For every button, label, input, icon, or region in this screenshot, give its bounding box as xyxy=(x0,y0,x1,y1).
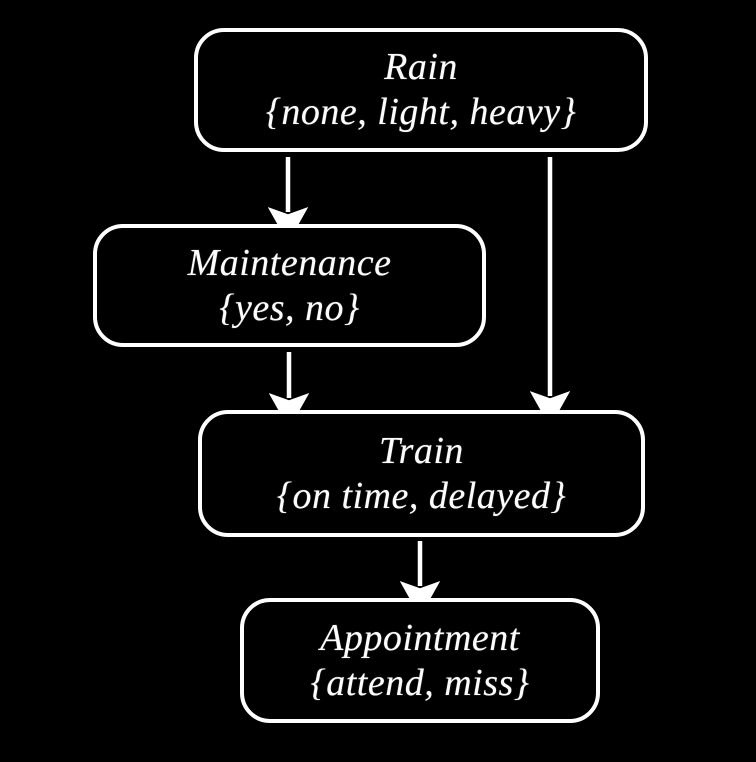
node-maintenance[interactable]: Maintenance {yes, no} xyxy=(93,224,486,347)
node-appointment-states: {attend, miss} xyxy=(310,661,530,704)
node-train[interactable]: Train {on time, delayed} xyxy=(198,410,645,537)
node-rain[interactable]: Rain {none, light, heavy} xyxy=(194,28,648,152)
node-train-title: Train xyxy=(379,429,464,472)
node-appointment[interactable]: Appointment {attend, miss} xyxy=(240,598,600,723)
node-train-states: {on time, delayed} xyxy=(276,474,567,517)
node-appointment-title: Appointment xyxy=(320,616,520,659)
node-rain-states: {none, light, heavy} xyxy=(265,91,577,133)
node-rain-title: Rain xyxy=(384,46,458,89)
node-maintenance-states: {yes, no} xyxy=(219,286,360,329)
node-maintenance-title: Maintenance xyxy=(187,241,392,284)
